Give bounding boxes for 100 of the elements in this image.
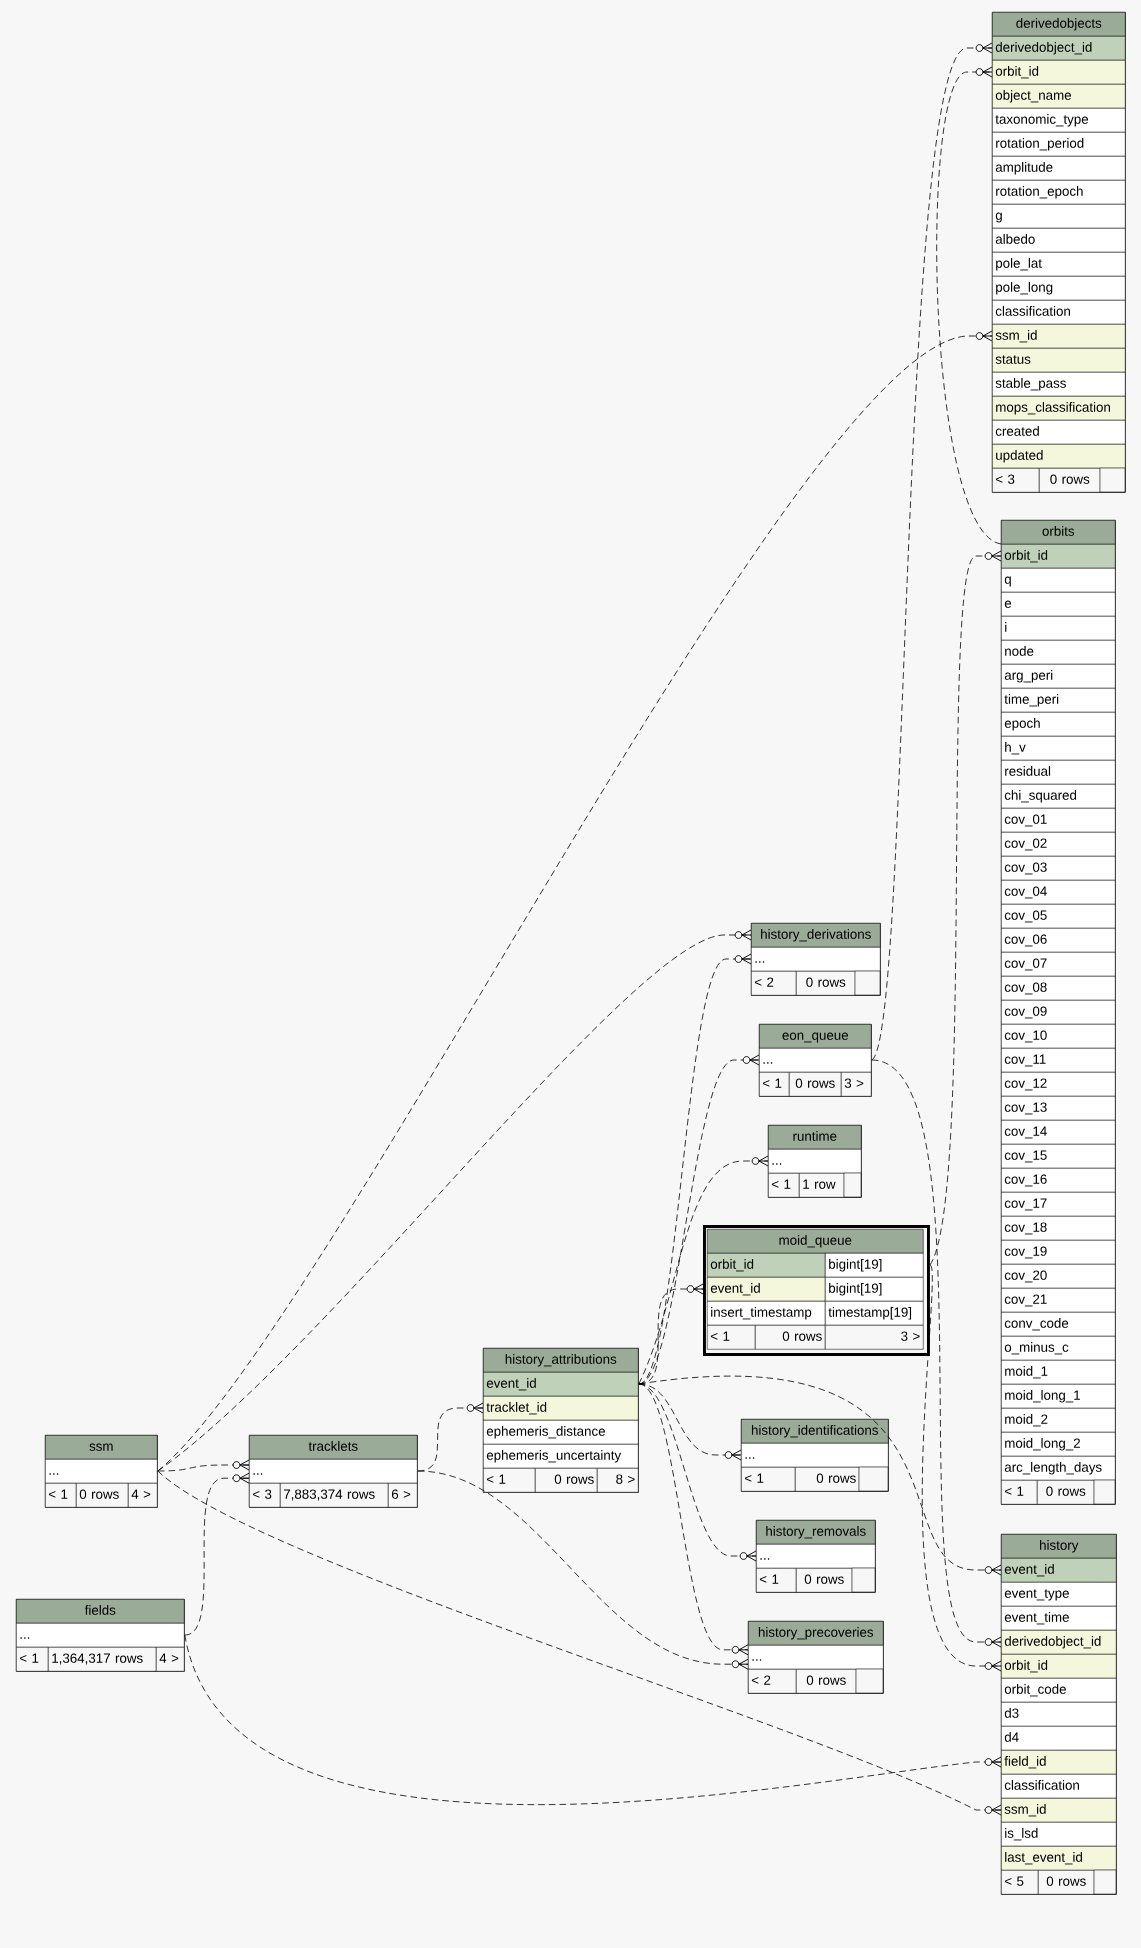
column-cell: d3	[1001, 1702, 1117, 1727]
column-cell: created	[992, 420, 1126, 445]
footer-cell: < 1	[16, 1647, 49, 1672]
footer-cell: 4 >	[128, 1483, 158, 1508]
column-cell: cov_02	[1001, 832, 1116, 857]
table-header: tracklets	[249, 1435, 418, 1460]
column-cell: node	[1001, 640, 1116, 665]
column-cell: cov_08	[1001, 976, 1116, 1001]
column-cell: ephemeris_uncertainty	[483, 1444, 639, 1469]
footer-cell: 3 >	[841, 1072, 872, 1097]
column-cell: cov_07	[1001, 952, 1116, 977]
table-header: fields	[16, 1599, 185, 1624]
footer-cell: 0 rows	[76, 1483, 129, 1508]
footer-cell: 0 rows	[535, 1468, 598, 1493]
column-cell: event_id	[1001, 1558, 1117, 1583]
table-header: derivedobjects	[992, 12, 1126, 37]
column-cell: cov_03	[1001, 856, 1116, 881]
column-cell: status	[992, 348, 1126, 373]
table-header: history	[1001, 1534, 1117, 1559]
table-header: history_identifications	[741, 1419, 889, 1444]
footer-cell: < 3	[249, 1483, 281, 1508]
footer-cell: 4 >	[156, 1647, 185, 1672]
relationship-line	[936, 71, 1002, 545]
column-cell: rotation_epoch	[992, 180, 1126, 205]
column-cell: amplitude	[992, 156, 1126, 181]
footer-cell: < 5	[1001, 1870, 1039, 1895]
column-cell: event_time	[1001, 1606, 1117, 1631]
footer-cell: < 1	[45, 1483, 77, 1508]
column-cell: pole_lat	[992, 252, 1126, 277]
column-cell: stable_pass	[992, 372, 1126, 397]
column-cell: last_event_id	[1001, 1846, 1117, 1871]
column-cell: o_minus_c	[1001, 1336, 1116, 1361]
column-cell: moid_2	[1001, 1408, 1116, 1433]
column-cell: ...	[748, 1645, 884, 1670]
footer-cell: < 1	[1001, 1480, 1038, 1505]
column-cell: time_peri	[1001, 688, 1116, 713]
column-cell: object_name	[992, 84, 1126, 109]
column-cell: chi_squared	[1001, 784, 1116, 809]
column-cell: ...	[756, 1544, 876, 1569]
column-cell: cov_09	[1001, 1000, 1116, 1025]
column-cell: cov_17	[1001, 1192, 1116, 1217]
column-cell: orbit_id	[1001, 544, 1116, 569]
column-cell: moid_long_2	[1001, 1432, 1116, 1457]
column-cell: d4	[1001, 1726, 1117, 1751]
footer-cell: < 1	[483, 1468, 536, 1493]
column-cell: mops_classification	[992, 396, 1126, 421]
footer-cell: < 1	[756, 1568, 797, 1593]
column-cell: ...	[759, 1048, 872, 1073]
column-cell: classification	[992, 300, 1126, 325]
column-cell: moid_long_1	[1001, 1384, 1116, 1409]
column-cell: derivedobject_id	[1001, 1630, 1117, 1655]
column-cell: cov_14	[1001, 1120, 1116, 1145]
column-cell: ssm_id	[992, 324, 1126, 349]
table-header: ssm	[45, 1435, 158, 1460]
column-cell: ...	[751, 947, 881, 972]
table-header: history_removals	[756, 1520, 876, 1545]
column-cell: event_id	[707, 1277, 826, 1302]
table-header: history_precoveries	[748, 1621, 884, 1646]
footer-cell: < 1	[707, 1325, 756, 1350]
column-cell: ssm_id	[1001, 1798, 1117, 1823]
column-cell: moid_1	[1001, 1360, 1116, 1385]
column-cell: cov_20	[1001, 1264, 1116, 1289]
footer-cell: 6 >	[388, 1483, 418, 1508]
column-cell: arc_length_days	[1001, 1456, 1116, 1481]
column-cell: cov_10	[1001, 1024, 1116, 1049]
column-cell: tracklet_id	[483, 1396, 639, 1421]
table-header: moid_queue	[707, 1229, 924, 1254]
column-cell: ...	[741, 1443, 889, 1468]
column-cell: pole_long	[992, 276, 1126, 301]
column-cell: orbit_code	[1001, 1678, 1117, 1703]
column-cell: i	[1001, 616, 1116, 641]
table-header: history_derivations	[751, 923, 881, 948]
column-cell: is_lsd	[1001, 1822, 1117, 1847]
column-cell: event_type	[1001, 1582, 1117, 1607]
footer-cell: 8 >	[597, 1468, 639, 1493]
footer-cell: < 3	[992, 468, 1040, 493]
column-cell: cov_18	[1001, 1216, 1116, 1241]
footer-cell: 0 rows	[755, 1325, 826, 1350]
column-cell: ...	[16, 1623, 185, 1648]
table-header: orbits	[1001, 520, 1116, 545]
table-header: history_attributions	[483, 1348, 639, 1373]
column-cell: arg_peri	[1001, 664, 1116, 689]
column-cell: orbit_id	[1001, 1654, 1117, 1679]
column-cell: ...	[249, 1459, 418, 1484]
footer-cell: < 1	[768, 1173, 800, 1198]
column-cell: event_id	[483, 1372, 639, 1397]
column-cell: cov_16	[1001, 1168, 1116, 1193]
table-header: runtime	[768, 1125, 862, 1150]
column-cell: ...	[768, 1149, 862, 1174]
column-cell: cov_05	[1001, 904, 1116, 929]
column-cell: bigint[19]	[825, 1277, 924, 1302]
column-cell: cov_21	[1001, 1288, 1116, 1313]
column-cell: field_id	[1001, 1750, 1117, 1775]
column-cell: h_v	[1001, 736, 1116, 761]
column-cell: residual	[1001, 760, 1116, 785]
column-cell: cov_06	[1001, 928, 1116, 953]
footer-cell: < 2	[751, 971, 797, 996]
column-cell: insert_timestamp	[707, 1301, 826, 1326]
column-cell: ...	[45, 1459, 158, 1484]
column-cell: timestamp[19]	[825, 1301, 924, 1326]
